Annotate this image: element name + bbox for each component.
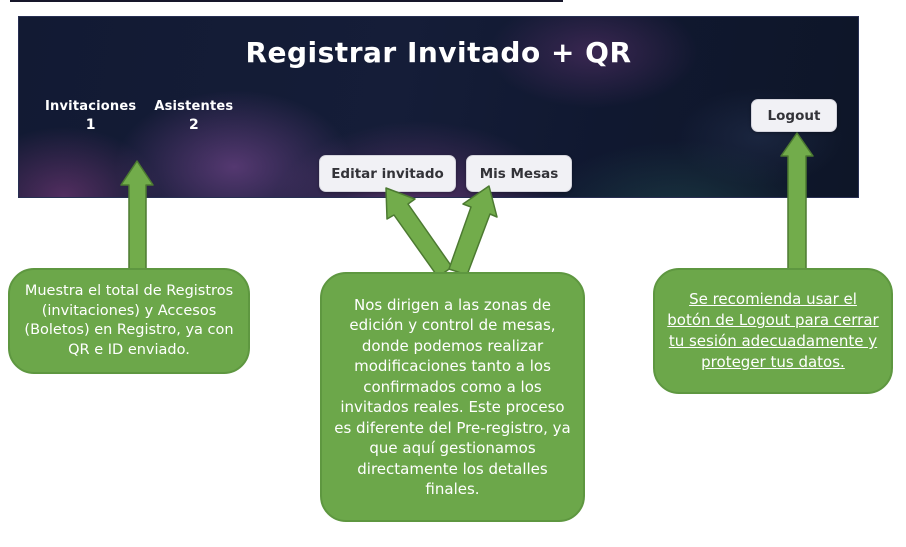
stat-asistentes-value: 2	[188, 117, 199, 133]
logout-button[interactable]: Logout	[751, 99, 837, 132]
editar-invitado-button[interactable]: Editar invitado	[319, 155, 456, 192]
stat-asistentes-label: Asistentes	[154, 99, 234, 114]
arrow-to-mis-mesas-icon	[448, 185, 498, 276]
arrow-to-editar-invitado-icon	[385, 187, 453, 278]
callout-edit-and-tables: Nos dirigen a las zonas de edición y con…	[320, 272, 585, 522]
callout-stats: Muestra el total de Registros (invitacio…	[8, 268, 250, 374]
stats-panel: Invitaciones 1 Asistentes 2	[45, 99, 233, 133]
stat-asistentes: Asistentes 2	[154, 99, 233, 133]
mis-mesas-button[interactable]: Mis Mesas	[466, 155, 572, 192]
callout-edit-and-tables-text: Nos dirigen a las zonas de edición y con…	[334, 295, 571, 499]
callout-logout: Se recomienda usar el botón de Logout pa…	[653, 268, 893, 394]
callout-logout-text: Se recomienda usar el botón de Logout pa…	[667, 290, 879, 371]
stat-invitaciones: Invitaciones 1	[45, 99, 136, 133]
callout-stats-text: Muestra el total de Registros (invitacio…	[24, 283, 234, 358]
stat-invitaciones-value: 1	[85, 117, 96, 133]
stat-invitaciones-label: Invitaciones	[45, 99, 137, 114]
app-header-banner: Registrar Invitado + QR Invitaciones 1 A…	[18, 16, 859, 198]
page-title: Registrar Invitado + QR	[245, 36, 632, 69]
top-edge-line	[10, 0, 563, 2]
